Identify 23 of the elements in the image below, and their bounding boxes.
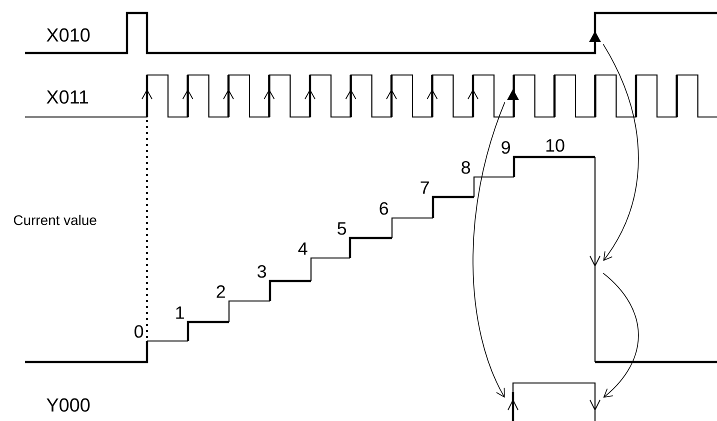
arrow	[602, 272, 639, 398]
step-value: 9	[500, 140, 512, 155]
step-value: 6	[378, 201, 390, 216]
signal-name: X011	[45, 89, 90, 105]
step-value: 3	[256, 264, 268, 279]
step-value: 7	[418, 180, 431, 195]
signal-name: Y000	[45, 397, 92, 413]
arrow	[472, 102, 506, 398]
edge-chevron	[590, 400, 600, 412]
edge-triangle	[507, 89, 519, 100]
axis-label: Current value	[12, 214, 98, 226]
step-value: 2	[214, 284, 227, 299]
step-value: 0	[132, 324, 145, 339]
step-value: 4	[296, 241, 309, 256]
arrow	[602, 44, 639, 261]
edge-chevron	[590, 256, 600, 268]
step-value: 10	[544, 138, 566, 153]
edge-chevron	[508, 399, 518, 410]
step-value: 5	[336, 221, 348, 236]
step-value: 8	[460, 160, 472, 175]
edge-triangle	[589, 31, 601, 42]
step-value: 1	[174, 305, 186, 320]
signal-name: X010	[45, 27, 92, 43]
